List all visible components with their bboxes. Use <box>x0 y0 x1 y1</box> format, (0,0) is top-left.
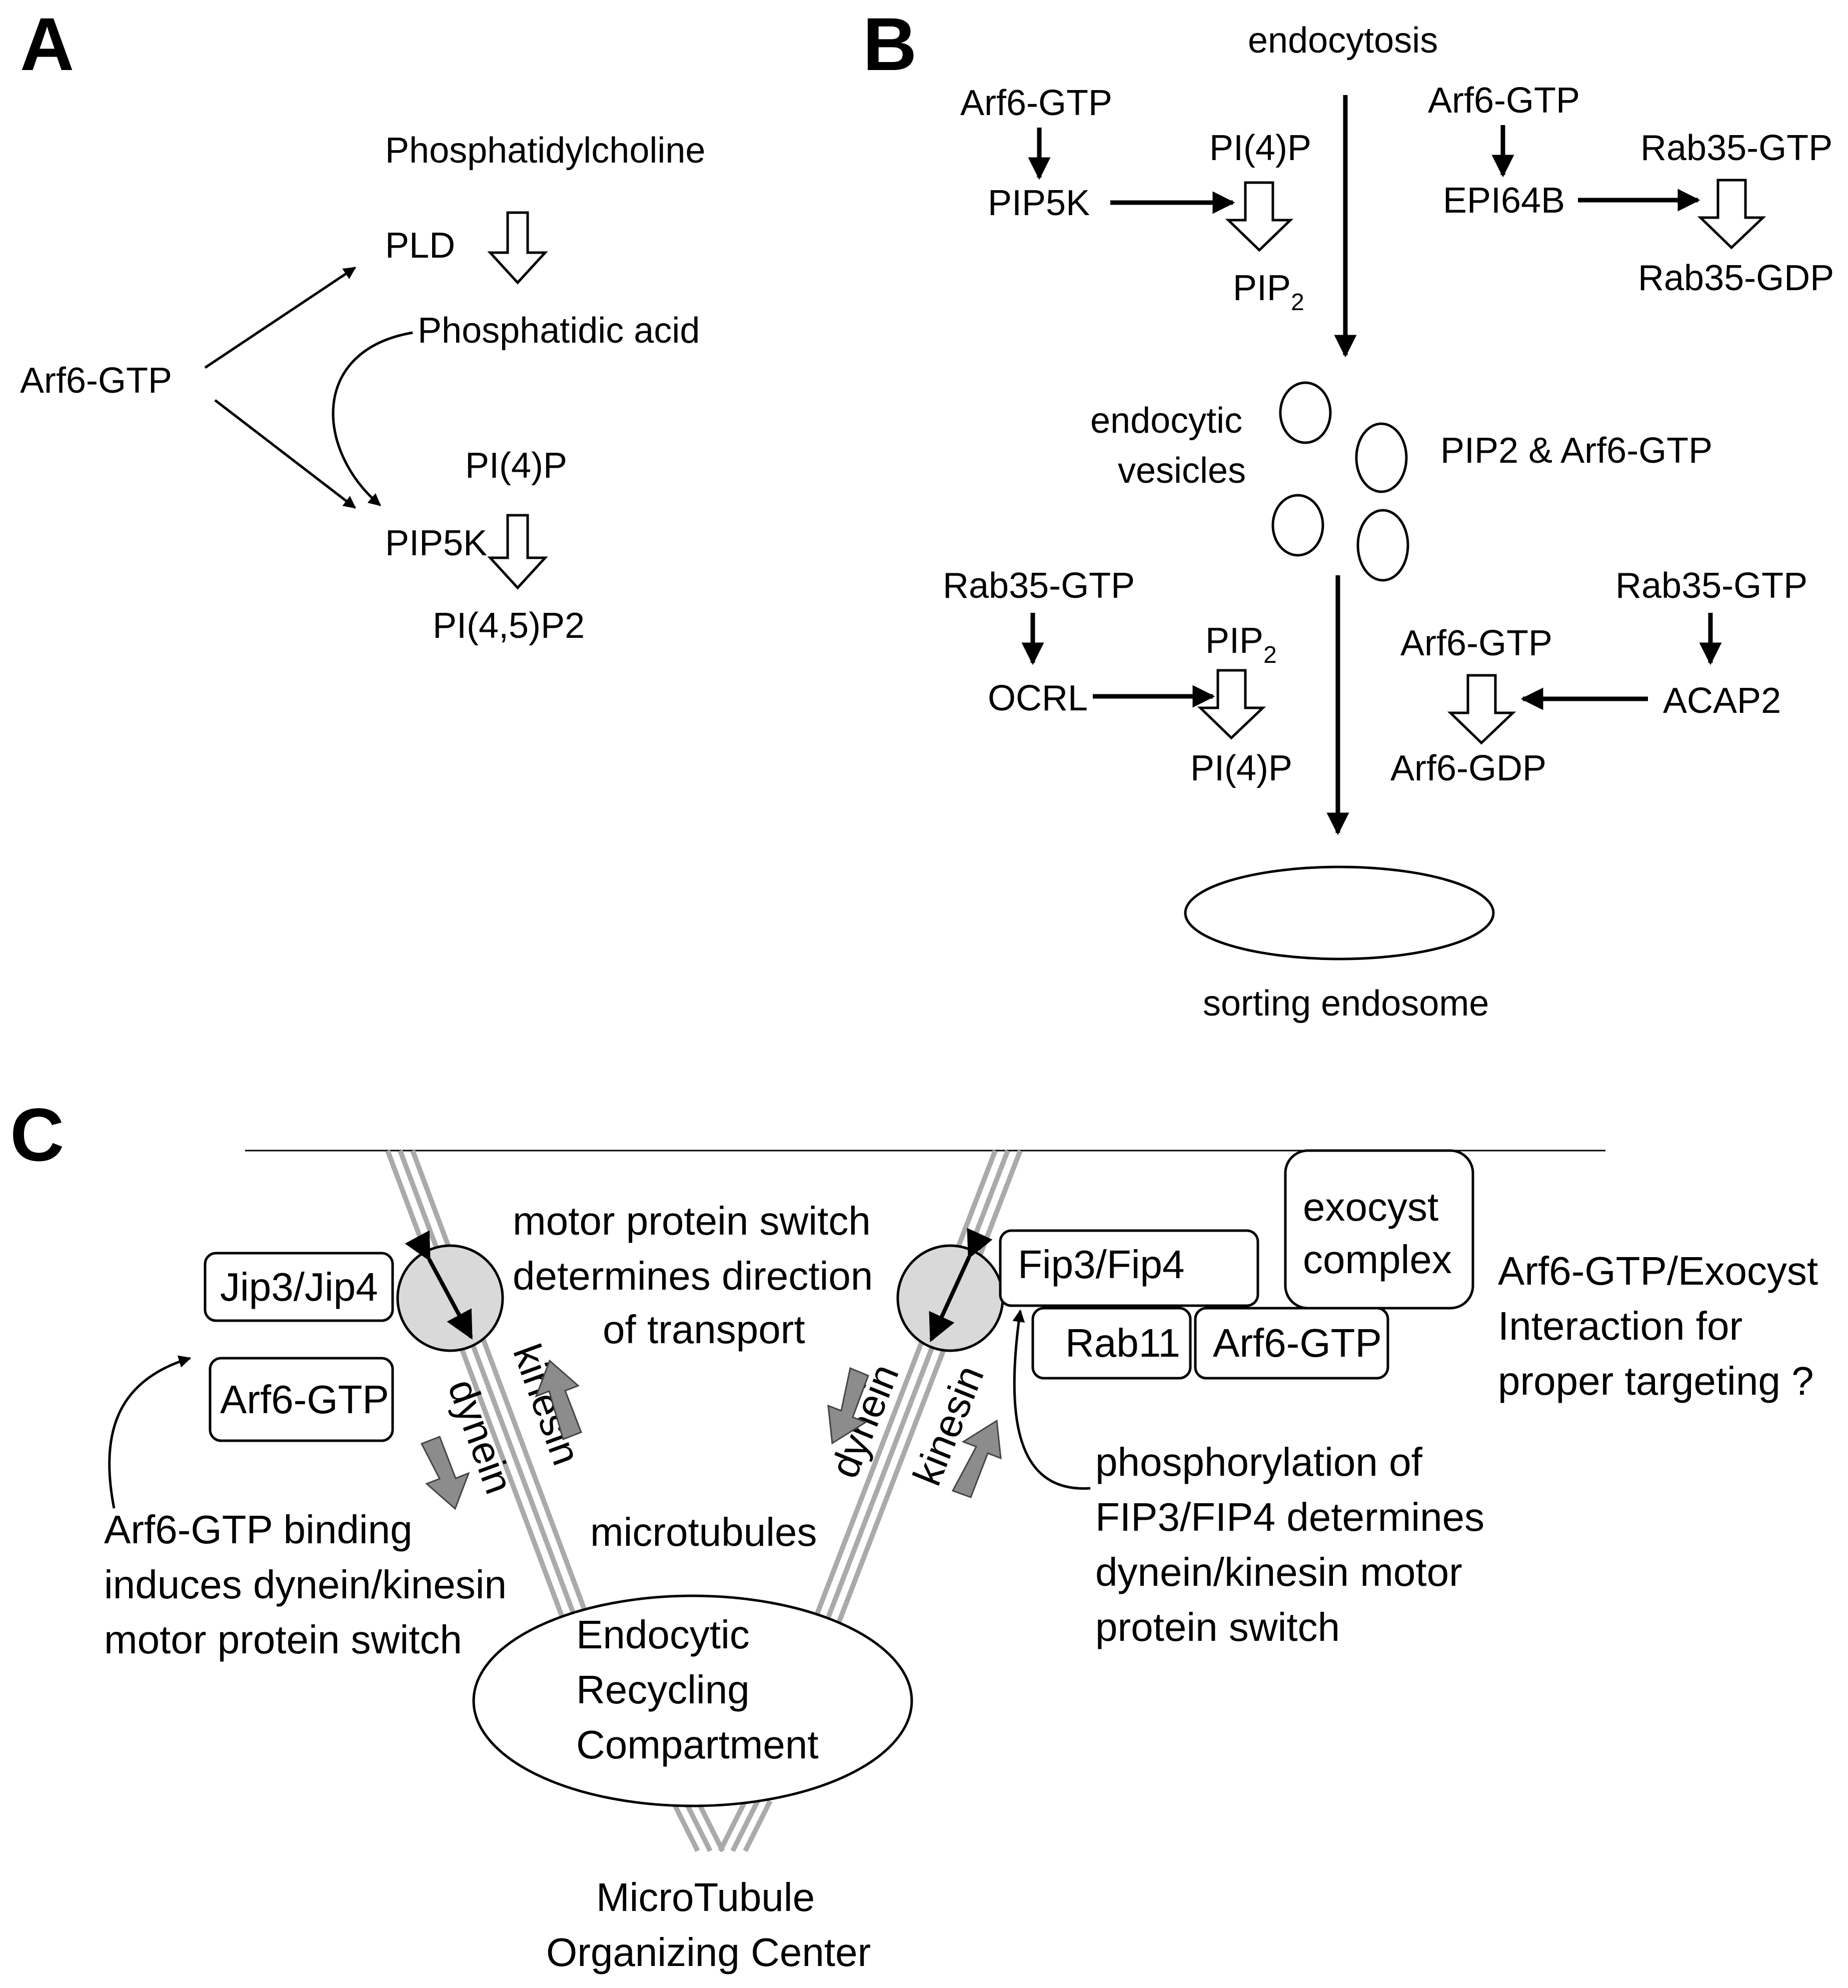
pi4p-to-pip2-conversion-arrow <box>487 514 548 590</box>
sorting-endosome <box>1184 865 1495 960</box>
mtoc-label-2: Organizing Center <box>546 1930 871 1974</box>
ocrl-node: OCRL <box>988 678 1088 718</box>
interaction-label-2: Interaction for <box>1498 1304 1742 1348</box>
erc-label-1: Endocytic <box>576 1612 750 1657</box>
microtubules-label: microtubules <box>590 1510 817 1554</box>
exocyst-label-1: exocyst <box>1303 1185 1438 1229</box>
phosphorylation-label-3: dynein/kinesin motor <box>1095 1550 1462 1594</box>
phosphorylation-label-2: FIP3/FIP4 determines <box>1095 1495 1484 1539</box>
pld-node: PLD <box>385 226 455 266</box>
rab35-gtp-bottom-right: Rab35-GTP <box>1615 566 1807 606</box>
binding-pointer-arrow <box>108 1355 192 1509</box>
endocytosis-label: endocytosis <box>1248 21 1438 61</box>
bidirectional-switch-icon <box>405 1230 473 1340</box>
pip2-arf6-label: PIP2 & Arf6-GTP <box>1440 431 1712 471</box>
interaction-label-1: Arf6-GTP/Exocyst <box>1498 1249 1818 1293</box>
arf6-gdp-node: Arf6-GDP <box>1390 748 1546 788</box>
panel-c-label: C <box>10 1093 64 1177</box>
pi45p2-node: PI(4,5)P2 <box>433 606 585 646</box>
phosphatidylcholine-node: Phosphatidylcholine <box>385 131 705 171</box>
exocyst-complex-box <box>1284 1149 1474 1310</box>
arf6-to-pip5k-arrow <box>214 399 356 509</box>
binding-label-3: motor protein switch <box>104 1617 462 1662</box>
dynein-direction-arrow-right <box>827 1367 869 1445</box>
sorting-endosome-label: sorting endosome <box>1203 983 1489 1024</box>
kinesin-label-left: kinesin <box>505 1338 589 1470</box>
endocytic-recycling-compartment <box>472 1594 913 1807</box>
motor-switch-label-2: determines direction <box>513 1254 873 1298</box>
panel-c: C Endocytic Recycling Compartment Mic <box>10 1093 1818 1974</box>
arf6-gtp-right-label: Arf6-GTP <box>1213 1321 1382 1365</box>
jip3-jip4-label: Jip3/Jip4 <box>220 1265 378 1309</box>
panel-b-label: B <box>863 2 917 86</box>
epi64b-node: EPI64B <box>1443 181 1565 221</box>
endocytic-vesicle <box>1356 509 1409 582</box>
panel-a: A Arf6-GTP Phosphatidylcholine PLD Phosp… <box>20 2 705 646</box>
endocytic-vesicles-label-1: endocytic <box>1090 401 1242 441</box>
fip3-fip4-label: Fip3/Fip4 <box>1018 1242 1184 1287</box>
phosphorylation-label-4: protein switch <box>1095 1605 1340 1649</box>
endocytic-vesicle <box>1279 381 1332 444</box>
kinesin-direction-arrow-right <box>951 1419 1002 1498</box>
erc-label-3: Compartment <box>576 1722 819 1767</box>
endocytic-vesicle <box>1355 422 1408 493</box>
exocyst-label-2: complex <box>1303 1237 1452 1282</box>
arf6-gtp-left-label: Arf6-GTP <box>220 1377 389 1422</box>
arf6-gtp-top-right: Arf6-GTP <box>1428 81 1580 121</box>
pc-to-pa-conversion-arrow <box>487 211 548 285</box>
pa-activates-pip5k-arrow <box>332 331 413 506</box>
binding-label-1: Arf6-GTP binding <box>104 1507 413 1552</box>
binding-label-2: induces dynein/kinesin <box>104 1562 507 1607</box>
pip2-top-node: PIP2 <box>1233 268 1304 316</box>
pi4p-bottom-node: PI(4)P <box>1190 748 1292 788</box>
rab35-gtp-bottom-left: Rab35-GTP <box>943 566 1135 606</box>
pi4p-to-pip2-conversion-arrow-top <box>1225 181 1294 252</box>
arf6-gtp-right-box <box>1194 1307 1389 1380</box>
fip3-fip4-box <box>999 1229 1259 1307</box>
arf6-gtp-bottom-right: Arf6-GTP <box>1400 623 1552 663</box>
arf6-gtp-to-gdp-conversion-arrow <box>1447 674 1516 745</box>
rab11-box <box>1031 1307 1192 1380</box>
motor-switch-label-3: of transport <box>603 1307 805 1352</box>
rab35-gtp-to-gdp-conversion-arrow <box>1697 179 1766 250</box>
arf6-gtp-left-box <box>209 1357 394 1442</box>
phosphorylation-label-1: phosphorylation of <box>1095 1440 1423 1484</box>
microtubules-mtoc <box>670 1799 773 1852</box>
arf6-gtp-node: Arf6-GTP <box>20 361 172 401</box>
acap2-node: ACAP2 <box>1663 681 1781 721</box>
phosphorylation-pointer-arrow <box>1012 1309 1091 1490</box>
rab35-gtp-top: Rab35-GTP <box>1640 128 1832 168</box>
jip3-jip4-box <box>204 1252 394 1322</box>
interaction-label-3: proper targeting ? <box>1498 1359 1814 1403</box>
pi4p-node: PI(4)P <box>465 446 567 486</box>
kinesin-direction-arrow-left <box>535 1359 582 1440</box>
bidirectional-switch-icon <box>929 1228 993 1343</box>
pip5k-node: PIP5K <box>385 523 487 563</box>
pip2-to-pi4p-conversion-arrow <box>1197 669 1266 740</box>
phosphatidic-acid-node: Phosphatidic acid <box>418 311 700 351</box>
rab11-label: Rab11 <box>1065 1321 1180 1365</box>
panel-b: B endocytosis Arf6-GTP PIP5K PI(4)P PIP2… <box>863 2 1834 1024</box>
rab35-gdp-node: Rab35-GDP <box>1638 258 1834 298</box>
arf6-to-pld-arrow <box>204 266 357 369</box>
pip5k-node-b: PIP5K <box>988 183 1090 223</box>
arf6-gtp-top-left: Arf6-GTP <box>960 83 1112 123</box>
panel-a-label: A <box>20 2 74 86</box>
mtoc-label-1: MicroTubule <box>596 1875 815 1919</box>
pip2-mid-node: PIP2 <box>1205 621 1277 668</box>
endocytic-vesicle <box>1271 494 1324 557</box>
dynein-direction-arrow-left <box>420 1436 470 1510</box>
motor-switch-label-1: motor protein switch <box>513 1199 871 1243</box>
erc-label-2: Recycling <box>576 1667 750 1712</box>
endocytic-vesicles-label-2: vesicles <box>1118 451 1246 491</box>
pi4p-top-node: PI(4)P <box>1209 128 1311 168</box>
